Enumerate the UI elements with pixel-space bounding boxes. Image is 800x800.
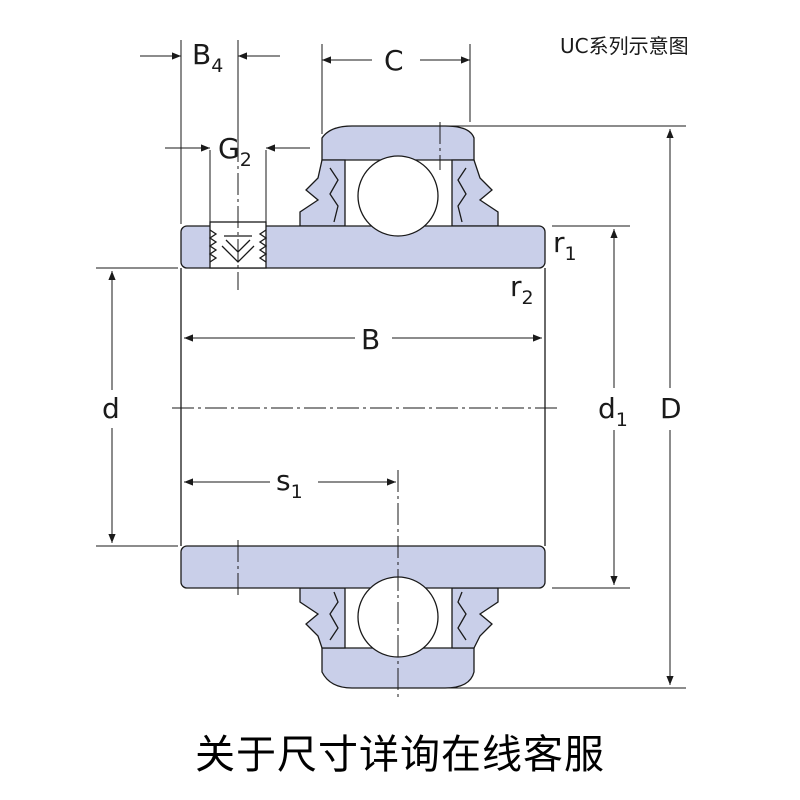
ball-top <box>357 155 439 237</box>
label-r2: r2 <box>510 270 534 309</box>
bottom-caption: 关于尺寸详询在线客服 <box>195 732 605 778</box>
inner-ring-bottom <box>180 545 546 589</box>
seal-left-top <box>299 159 346 227</box>
seal-right-top <box>451 159 499 227</box>
label-d1: d1 <box>598 392 628 431</box>
label-r1: r1 <box>553 226 577 265</box>
seal-right-bottom <box>451 587 499 649</box>
label-s1: s1 <box>276 464 303 503</box>
label-C: C <box>384 44 404 77</box>
label-B4: B4 <box>192 38 223 77</box>
inner-ring-top <box>180 225 546 269</box>
outer-ring-top <box>321 125 475 161</box>
label-D: D <box>660 392 682 425</box>
diagram-title: UC系列示意图 <box>560 34 689 58</box>
label-B: B <box>361 323 380 356</box>
label-d: d <box>102 392 120 425</box>
label-G2: G2 <box>218 132 252 171</box>
seal-left-bottom <box>299 587 346 649</box>
